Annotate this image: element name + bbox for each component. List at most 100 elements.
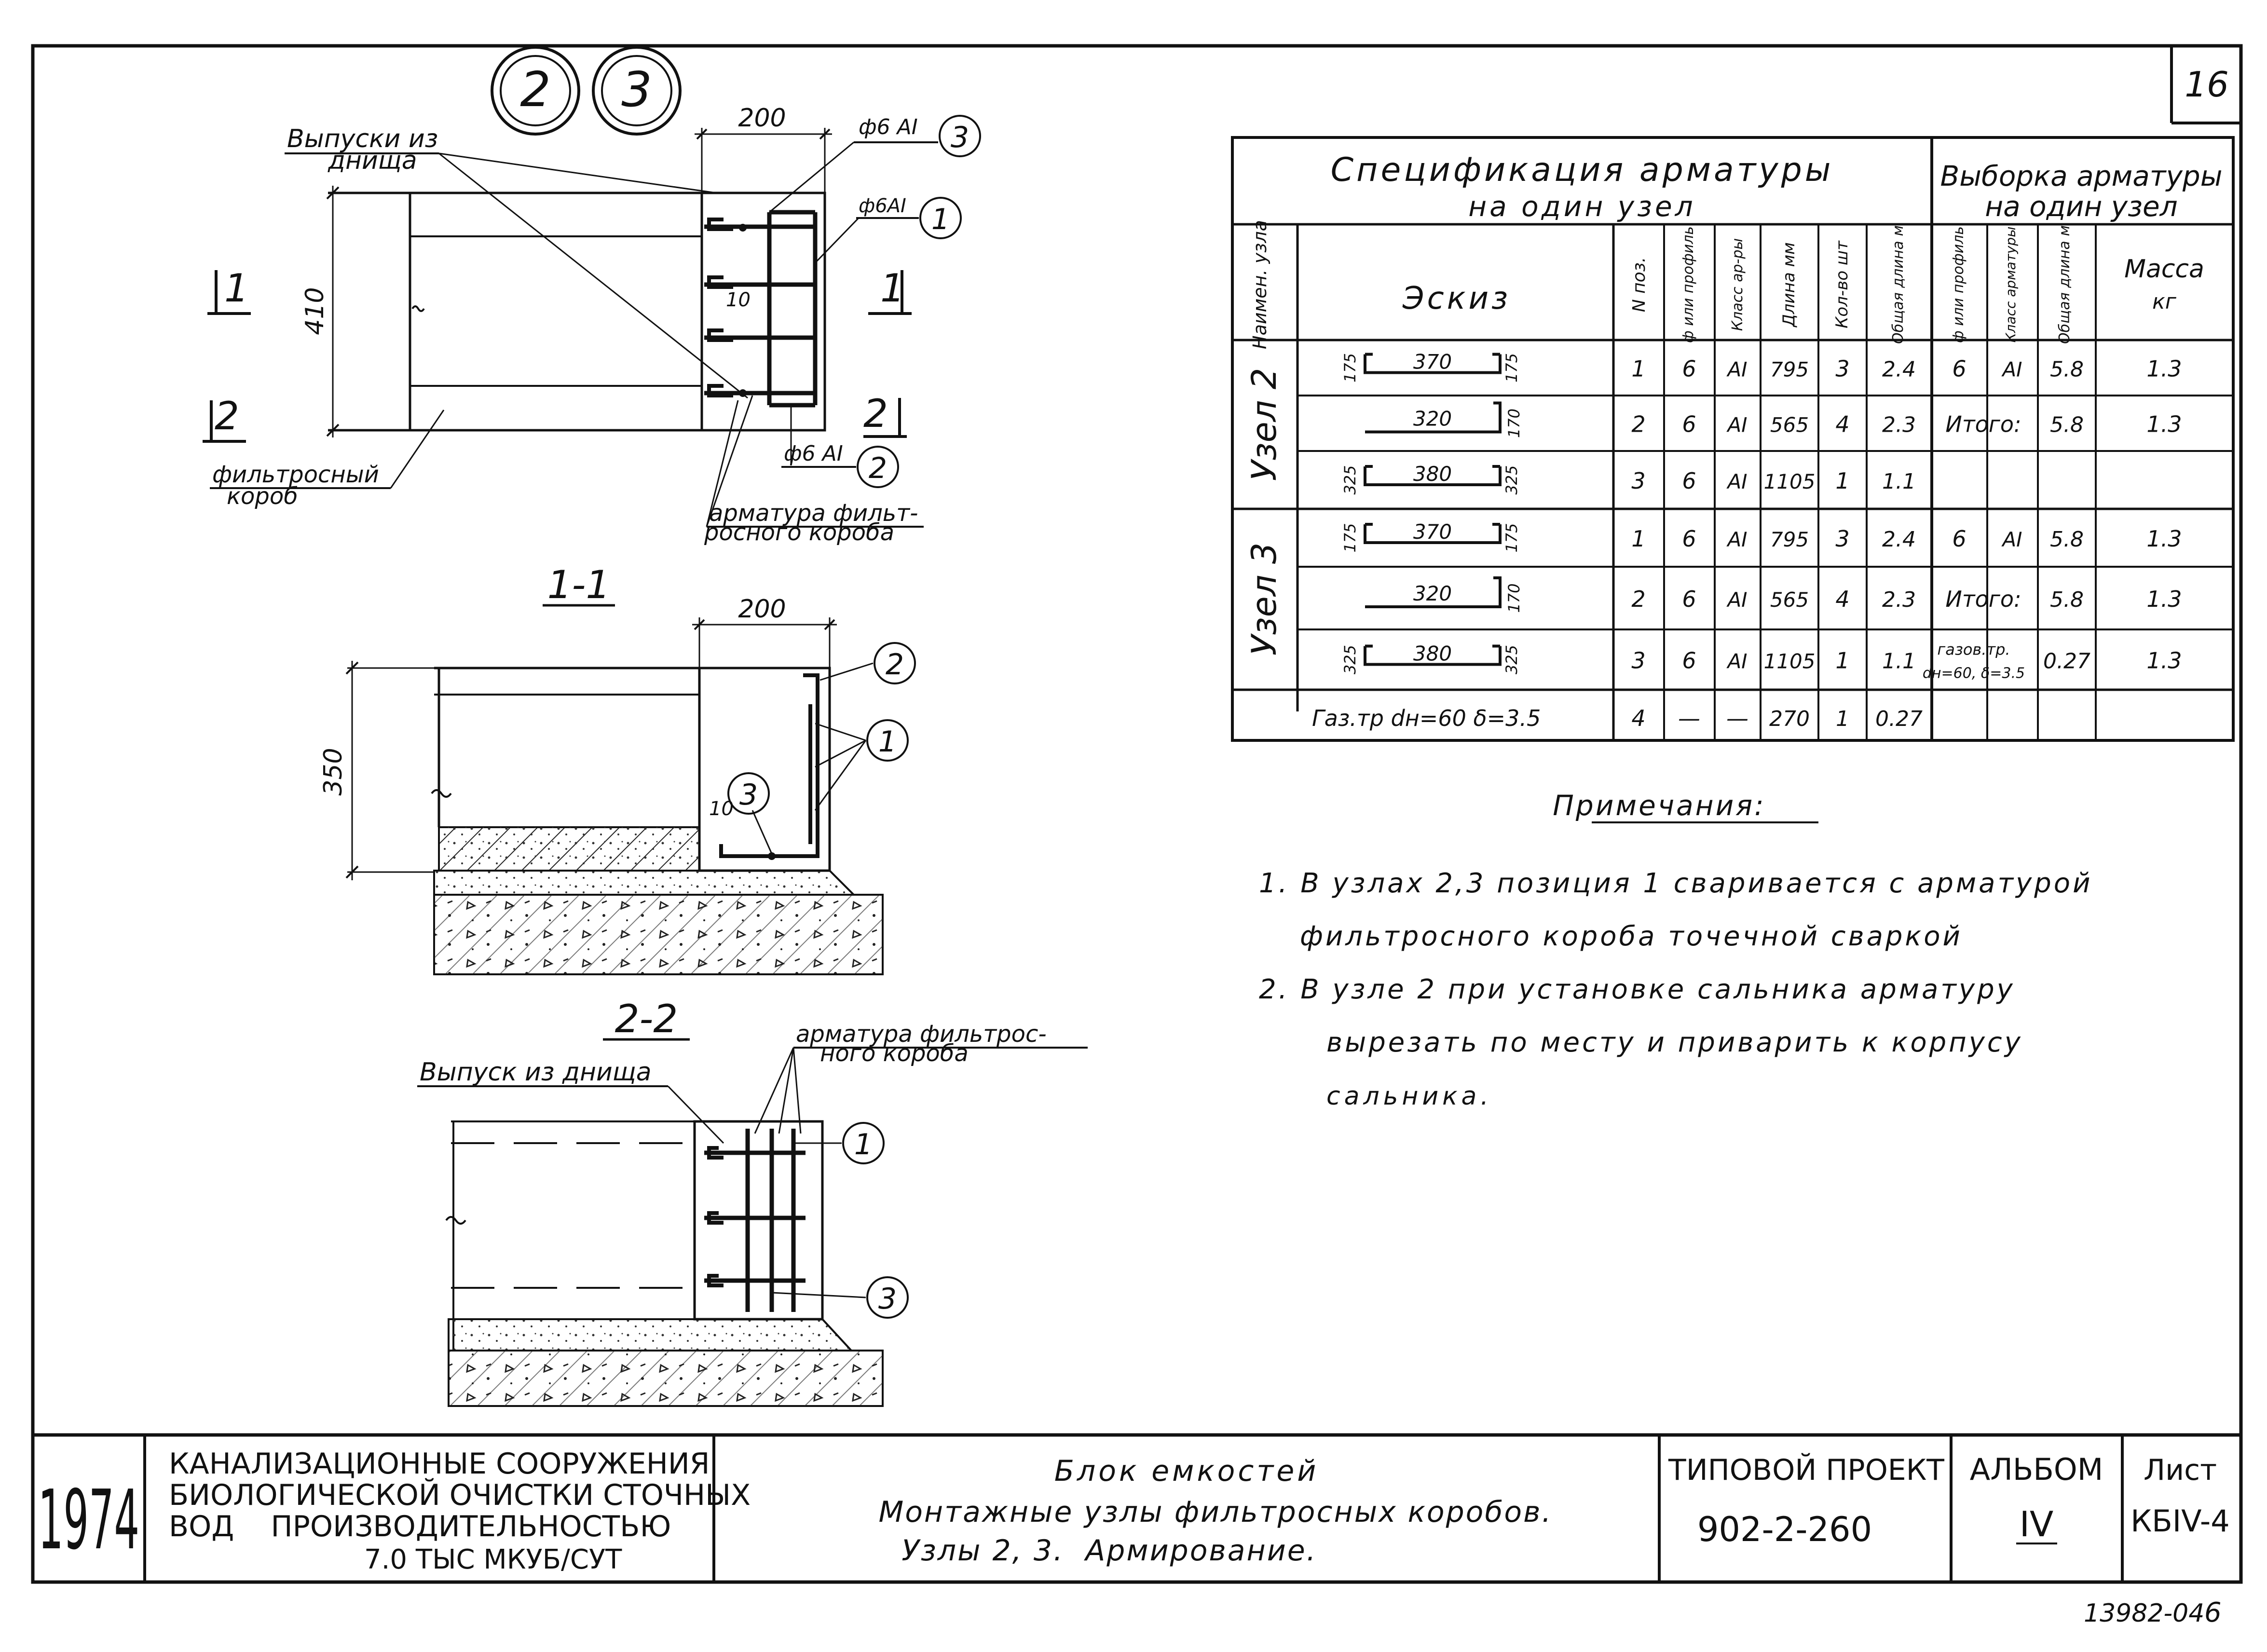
pipe-row-tot: 0.27 [1875, 707, 1923, 731]
sketch-bar [1365, 576, 1502, 608]
cell-length: 565 [1770, 413, 1809, 437]
cell-diam: 6 [1682, 468, 1696, 494]
cell-pos: 3 [1631, 468, 1645, 494]
note-line-3: 2. В узле 2 при установке сальника армат… [1259, 974, 2015, 1005]
sketch-bar [1364, 354, 1502, 374]
sheet-number: 16 [2185, 64, 2229, 105]
tb-org-2: БИОЛОГИЧЕСКОЙ ОЧИСТКИ СТОЧНЫХ [169, 1477, 751, 1512]
plan-section-2-left: 2 [215, 394, 239, 438]
cell-sel-class: АI [2001, 528, 2022, 551]
plan-label-box-2: короб [227, 483, 298, 510]
title-block: 1974 КАНАЛИЗАЦИОННЫЕ СООРУЖЕНИЯ БИОЛОГИЧ… [38, 1435, 2230, 1582]
cell-pos: 2 [1631, 411, 1645, 437]
hdr-total: Общая длина м [1890, 225, 1907, 344]
notes: Примечания: 1. В узлах 2,3 позиция 1 сва… [1259, 789, 2090, 1111]
cell-total: 2.3 [1882, 413, 1916, 437]
tb-project-no: 902-2-260 [1697, 1510, 1872, 1549]
hdr-len: Длина мм [1779, 242, 1799, 328]
note-line-5: сальника. [1326, 1082, 1492, 1111]
sketch-length: 320 [1413, 582, 1452, 605]
section-1-1: 1-1 200 350 10 [319, 562, 916, 975]
sketch-length: 370 [1413, 520, 1452, 544]
cell-class: АI [1726, 588, 1747, 612]
cell-class: АI [1726, 470, 1747, 493]
cell-sel-diam: газов.тр. [1937, 641, 2010, 659]
sketch-leg-left: 175 [1341, 353, 1359, 382]
cell-sel-diam: Итого: [1945, 411, 2021, 437]
hdr-pos: N поз. [1629, 257, 1649, 313]
cell-class: АI [1726, 413, 1747, 437]
tb-sheet-code: КБIV-4 [2130, 1503, 2229, 1539]
cell-mass: 1.3 [2146, 356, 2182, 382]
cell-length: 1105 [1764, 650, 1816, 673]
sketch-leg-right: 175 [1502, 353, 1521, 382]
spec-title-2: на один узел [1468, 190, 1695, 223]
sketch-bar [1364, 524, 1502, 544]
plan-dim-side: 410 [300, 287, 329, 335]
cell-diam: 6 [1682, 356, 1696, 382]
sketch-bar [1364, 646, 1502, 666]
cell-sel-diam: Итого: [1945, 586, 2021, 612]
cell-pos: 3 [1631, 648, 1645, 674]
section-11-dim-top: 200 [738, 595, 786, 624]
node-marker-2: 2 [520, 61, 551, 118]
plan-pos-1: 1 [931, 203, 950, 236]
plan-label-rebar-2: росного короба [704, 519, 894, 546]
cell-qty: 1 [1835, 648, 1849, 674]
tb-album-no: IV [2020, 1504, 2054, 1544]
cell-mass: 1.3 [2146, 526, 2182, 552]
hdr-sketch: Эскиз [1402, 281, 1511, 316]
plan-label-box: фильтросный [212, 461, 379, 488]
hdr-s-mass-1: Масса [2124, 255, 2204, 284]
cell-qty: 4 [1835, 411, 1849, 437]
plan-call-2: ф6 АI [784, 441, 843, 466]
tb-project-label: ТИПОВОЙ ПРОЕКТ [1668, 1452, 1944, 1487]
tb-album-label: АЛЬБОМ [1970, 1452, 2103, 1487]
notes-title: Примечания: [1553, 789, 1765, 822]
cell-qty: 3 [1835, 356, 1849, 382]
sketch-leg-right: 325 [1502, 645, 1521, 674]
cell-sel-diam-2: dн=60, δ=3.5 [1923, 665, 2025, 682]
plan-pos-3: 3 [951, 121, 969, 154]
sheet-frame [31, 44, 2243, 1584]
spec-table: Спецификация арматуры на один узел Выбор… [1231, 136, 2235, 742]
sketch-length: 380 [1413, 462, 1452, 486]
tb-year: 1974 [38, 1473, 139, 1568]
section-22-pos-3: 3 [878, 1282, 897, 1316]
tb-org-3: ВОД ПРОИЗВОДИТЕЛЬНОСТЬЮ [169, 1510, 671, 1543]
cell-total: 2.3 [1882, 587, 1916, 612]
hdr-s-diam: ф или профиль [1950, 226, 1967, 343]
hdr-s-mass-2: кг [2152, 289, 2177, 314]
cell-total: 1.1 [1882, 649, 1916, 674]
tb-sheet-label: Лист [2144, 1453, 2217, 1487]
footer-mark: 6 [2204, 1597, 2222, 1628]
pipe-row-cls: — [1726, 705, 1748, 731]
plan-view: 200 410 10 Выпуски из днища ф6 АI 3 ф6АI… [203, 104, 981, 546]
note-line-4: вырезать по месту и приварить к корпусу [1326, 1027, 2023, 1058]
cell-class: АI [1726, 358, 1747, 382]
sketch-bar [1364, 466, 1502, 486]
cell-class: АI [1726, 650, 1747, 673]
plan-call-3: ф6 АI [859, 115, 918, 139]
hdr-s-total: Общая длина м [2056, 225, 2073, 344]
section-22-pos-1: 1 [854, 1128, 873, 1161]
cell-qty: 4 [1835, 586, 1849, 612]
tb-title-2: Монтажные узлы фильтросных коробов. [878, 1495, 1552, 1529]
cell-total: 2.4 [1882, 357, 1916, 382]
cell-diam: 6 [1682, 648, 1696, 674]
group-node-3: Узел 3 [1244, 543, 1284, 655]
cell-mass: 1.3 [2146, 411, 2182, 437]
hdr-s-cls: Класс арматуры [2003, 227, 2019, 343]
pipe-row-qty: 1 [1836, 707, 1849, 731]
pipe-row-pos: 4 [1631, 705, 1645, 731]
group-node-2: Узел 2 [1244, 368, 1284, 481]
cell-total: 1.1 [1882, 469, 1916, 494]
sketch-leg-right: 170 [1505, 409, 1523, 438]
sketch-bar [1365, 401, 1502, 434]
section-22-label-rebar-2: ного короба [820, 1040, 969, 1067]
section-11-dim-side: 350 [319, 748, 348, 795]
node-marker-3: 3 [621, 61, 652, 118]
cell-length: 1105 [1764, 470, 1816, 493]
section-11-pos-2: 2 [886, 648, 904, 682]
